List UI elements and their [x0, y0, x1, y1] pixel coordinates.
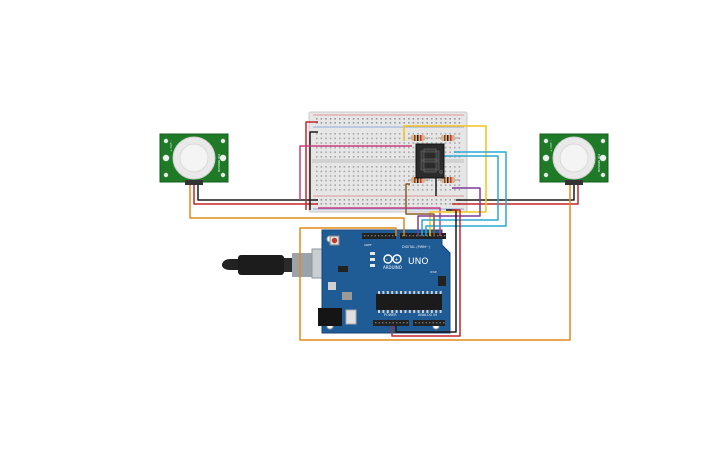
- wire-black[interactable]: [197, 185, 318, 201]
- svg-text:+: +: [395, 257, 399, 263]
- model-label: UNO: [408, 257, 428, 267]
- aref-label: AREF: [364, 243, 372, 247]
- wire-brown[interactable]: [405, 183, 435, 236]
- wire-magenta[interactable]: [299, 145, 412, 200]
- analog-label: ANALOG IN: [418, 313, 437, 317]
- pir-left-label: PIR SENSOR: [217, 154, 221, 172]
- wire-orange[interactable]: [299, 185, 571, 341]
- wire-red[interactable]: [193, 185, 318, 205]
- wire-red[interactable]: [305, 121, 318, 210]
- pir-right-pins: + OUT -: [549, 140, 553, 152]
- atmega-chip: [376, 294, 442, 310]
- arduino-uno[interactable]: DIGITAL (PWM~) AREF - + ARDUINO UNO ICSP…: [222, 229, 451, 334]
- arduino-logo-icon: - +: [383, 254, 402, 264]
- power-header[interactable]: [373, 320, 409, 326]
- wire-blue[interactable]: [421, 155, 499, 236]
- resistor[interactable]: [408, 135, 430, 141]
- power-label: POWER: [384, 313, 397, 317]
- pir-right-label: PIR SENSOR: [597, 154, 601, 172]
- digital-label: DIGITAL (PWM~): [402, 245, 431, 249]
- wires[interactable]: [189, 121, 579, 341]
- seven-segment-display[interactable]: 8.: [415, 143, 445, 179]
- svg-text:-: -: [386, 257, 388, 263]
- wire-black[interactable]: [456, 185, 575, 201]
- reset-button[interactable]: [329, 235, 340, 246]
- wire-black[interactable]: [309, 131, 318, 210]
- wire-purple[interactable]: [417, 187, 481, 236]
- wire-blue[interactable]: [425, 151, 507, 236]
- pir-sensor-left[interactable]: PIR SENSOR + OUT -: [159, 133, 229, 185]
- resistor[interactable]: [438, 135, 460, 141]
- resistor[interactable]: [408, 177, 430, 183]
- icsp-label: ICSP: [430, 270, 437, 274]
- pir-sensor-right[interactable]: PIR SENSOR + OUT -: [539, 133, 609, 185]
- brand-label: ARDUINO: [383, 265, 402, 270]
- wire-red[interactable]: [391, 209, 461, 337]
- pir-left-pins: + OUT -: [169, 140, 173, 152]
- wire-orange[interactable]: [189, 185, 405, 236]
- wire-red[interactable]: [452, 185, 579, 205]
